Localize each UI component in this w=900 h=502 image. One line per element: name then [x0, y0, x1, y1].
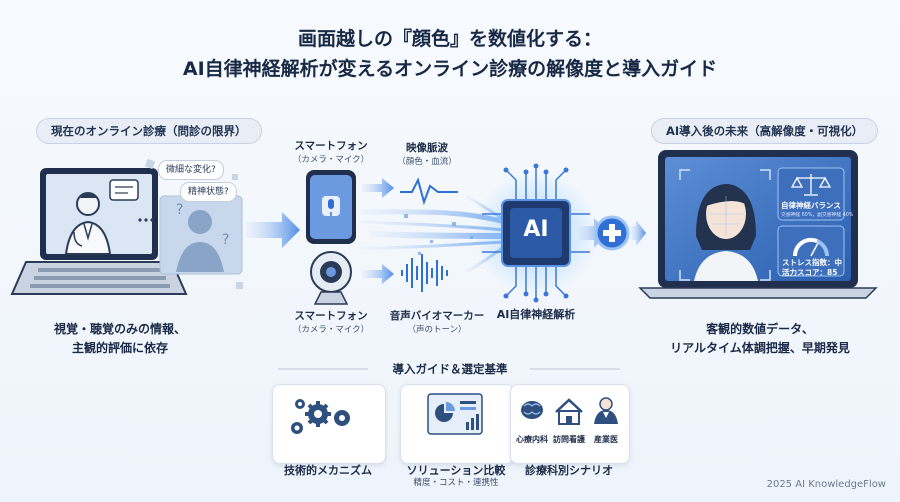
guide-card-mechanism[interactable] — [272, 384, 386, 464]
dept-home-nursing: 訪問看護 — [553, 435, 585, 444]
title-line-1: 画面越しの『顔色』を数値化する： — [297, 28, 602, 50]
right-caption-line-1: 客観的数値データ、 — [706, 322, 814, 336]
phone-label: スマートフォン — [294, 140, 368, 152]
guide-header: 導入ガイド＆選定基準 — [392, 362, 508, 376]
title-line-2: AI自律神経解析が変えるオンライン診療の解像度と導入ガイド — [182, 58, 718, 80]
current-state-header: 現在のオンライン診療（問診の限界） — [36, 118, 262, 144]
webcam-sub: （カメラ・マイク） — [292, 325, 370, 335]
patient-blurred-panel: ? ? — [144, 158, 243, 289]
ai-chip-text: AI — [523, 217, 549, 242]
dept-psychosomatic: 心療内科 — [516, 435, 548, 444]
right-caption-line-2: リアルタイム体調把握、早期発見 — [670, 341, 850, 355]
guide-card-scenarios[interactable] — [510, 384, 630, 464]
balance-title: 自律神経バランス — [781, 201, 841, 210]
flow-arrow-1 — [246, 212, 300, 248]
left-caption-line-1: 視覚・聴覚のみの情報、 — [53, 322, 186, 336]
footer-credit: 2025 AI KnowledgeFlow — [766, 479, 886, 490]
future-state-header: AI導入後の未来（高解像度・可視化） — [651, 118, 879, 144]
left-caption-line-2: 主観的評価に依存 — [71, 341, 168, 355]
voice-biomarker-label: 音声バイオマーカー — [389, 310, 485, 322]
guide-card-comparison[interactable] — [400, 384, 514, 464]
ai-analysis-label: AI自律神経解析 — [496, 308, 576, 321]
pulse-wave-label: 映像脈波 — [406, 142, 448, 154]
future-laptop-illustration — [638, 150, 878, 299]
svg-text:?: ? — [176, 202, 183, 218]
bubble-mental-state: 精神状態? — [180, 182, 237, 202]
card-comparison-sub: 精度・コスト・連携性 — [413, 478, 499, 488]
flow-arrow-3 — [362, 264, 394, 284]
svg-text:?: ? — [222, 232, 229, 248]
voice-waveform-graphic — [401, 254, 448, 292]
pulse-wave-graphic — [400, 177, 458, 206]
card-mechanism-label: 技術的メカニズム — [284, 464, 372, 477]
vitality-score: 活力スコア：85 — [782, 268, 838, 277]
dept-occupational: 産業医 — [594, 435, 618, 444]
flow-arrow-5 — [630, 220, 646, 246]
stress-index: ストレス指数：中 — [782, 258, 842, 267]
smartphone-illustration — [306, 170, 356, 244]
webcam-illustration — [310, 251, 352, 305]
flow-arrow-2 — [362, 178, 394, 198]
ai-chip-illustration — [474, 163, 598, 303]
plus-icon — [594, 215, 630, 251]
pulse-wave-sub: （顔色・血流） — [397, 157, 457, 167]
webcam-label: スマートフォン — [294, 310, 368, 322]
card-scenarios-label: 診療科別シナリオ — [525, 464, 613, 477]
bubble-subtle-change: 微細な変化? — [158, 160, 224, 180]
old-laptop-illustration — [10, 168, 188, 295]
balance-detail: 交感神経 60%，副交感神経 40% — [781, 213, 854, 218]
card-comparison-label: ソリューション比較 — [406, 464, 506, 477]
voice-biomarker-sub: （声のトーン） — [407, 325, 467, 335]
phone-sub: （カメラ・マイク） — [292, 155, 370, 165]
